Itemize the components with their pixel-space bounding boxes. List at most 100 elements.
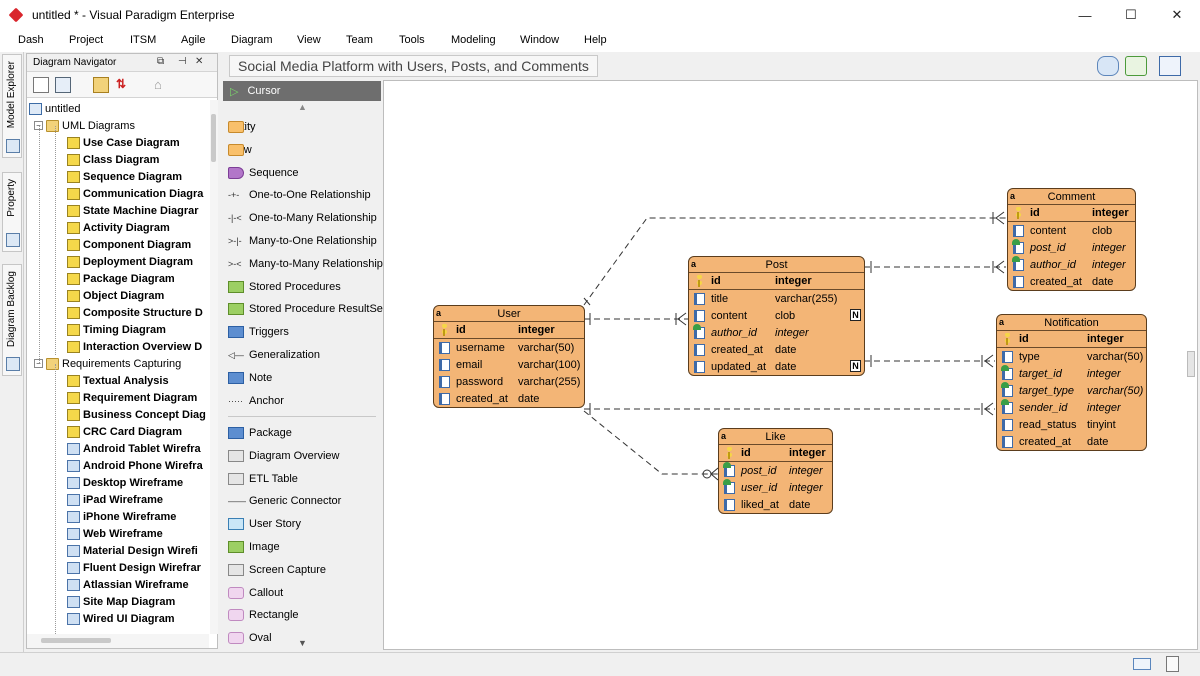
menu-itsm[interactable]: ITSM: [130, 34, 157, 46]
tree-item-uml-diagram[interactable]: Deployment Diagram: [67, 253, 193, 270]
tree-item-uml-diagram[interactable]: Sequence Diagram: [67, 168, 182, 185]
tab-model-explorer[interactable]: Model Explorer: [2, 54, 22, 158]
palette-item-view[interactable]: View: [228, 141, 252, 159]
palette-scroll-up-icon[interactable]: ▲: [298, 102, 307, 112]
palette-item-stored-procedures[interactable]: Stored Procedures: [228, 278, 341, 296]
tree-item-uml-diagram[interactable]: Component Diagram: [67, 236, 191, 253]
palette-item-entity[interactable]: Entity: [228, 118, 256, 136]
tree-item-requirement-diagram[interactable]: Fluent Design Wirefrar: [67, 559, 201, 576]
tree-item-uml-diagram[interactable]: Activity Diagram: [67, 219, 170, 236]
palette-item-stored-procedure-resultset[interactable]: Stored Procedure ResultSet: [228, 300, 386, 318]
tree-item-requirement-diagram[interactable]: Wired UI Diagram: [67, 610, 175, 627]
palette-scroll-down-icon[interactable]: ▼: [298, 638, 307, 648]
minimize-button[interactable]: —: [1078, 7, 1092, 23]
tree-item-requirement-diagram[interactable]: CRC Card Diagram: [67, 423, 182, 440]
close-button[interactable]: ✕: [1171, 7, 1183, 22]
palette-item-triggers[interactable]: Triggers: [228, 323, 289, 341]
document-icon[interactable]: [1166, 656, 1179, 672]
menu-agile[interactable]: Agile: [181, 34, 206, 46]
palette-item-oval[interactable]: Oval: [228, 629, 272, 647]
menu-help[interactable]: Help: [584, 34, 607, 46]
tree-item-uml-diagram[interactable]: State Machine Diagrar: [67, 202, 199, 219]
palette-item-many-to-many[interactable]: >-<Many-to-Many Relationship: [228, 255, 383, 273]
tree-item-uml-diagram[interactable]: Composite Structure D: [67, 304, 203, 321]
palette-item-anchor[interactable]: ·····Anchor: [228, 392, 284, 410]
tree-item-requirement-diagram[interactable]: iPad Wireframe: [67, 491, 163, 508]
palette-item-one-to-one[interactable]: -+-One-to-One Relationship: [228, 186, 371, 204]
palette-item-one-to-many[interactable]: -|-<One-to-Many Relationship: [228, 209, 377, 227]
tree-item-requirement-diagram[interactable]: Android Phone Wirefra: [67, 457, 203, 474]
tree-item-requirement-diagram[interactable]: Web Wireframe: [67, 525, 163, 542]
tree-item-requirement-diagram[interactable]: iPhone Wireframe: [67, 508, 176, 525]
new-diagram-icon[interactable]: [33, 77, 49, 93]
navigator-hscroll-thumb[interactable]: [41, 638, 111, 643]
pin-icon[interactable]: ⊣: [178, 56, 187, 67]
tree-item-requirement-diagram[interactable]: Textual Analysis: [67, 372, 169, 389]
tree-folder-uml[interactable]: −UML Diagrams: [34, 117, 135, 134]
tree-item-requirement-diagram[interactable]: Business Concept Diag: [67, 406, 206, 423]
palette-item-generalization[interactable]: ◁—Generalization: [228, 346, 320, 364]
tab-property[interactable]: Property: [2, 172, 22, 252]
palette-item-etl-table[interactable]: ETL Table: [228, 470, 298, 488]
close-panel-icon[interactable]: ✕: [195, 56, 204, 67]
menu-dash[interactable]: Dash: [18, 34, 44, 46]
tree-item-requirement-diagram[interactable]: Android Tablet Wirefra: [67, 440, 201, 457]
collapse-icon[interactable]: −: [34, 359, 43, 368]
diagram-breadcrumb[interactable]: Social Media Platform with Users, Posts,…: [229, 55, 598, 77]
new-folder-icon[interactable]: [55, 77, 71, 93]
palette-item-user-story[interactable]: User Story: [228, 515, 301, 533]
menu-modeling[interactable]: Modeling: [451, 34, 496, 46]
collapse-icon[interactable]: −: [34, 121, 43, 130]
maximize-button[interactable]: ☐: [1125, 7, 1137, 22]
navigator-vertical-scrollbar[interactable]: [210, 100, 218, 634]
palette-item-callout[interactable]: Callout: [228, 584, 283, 602]
tree-item-uml-diagram[interactable]: Use Case Diagram: [67, 134, 180, 151]
palette-item-screen-capture[interactable]: Screen Capture: [228, 561, 326, 579]
tree-item-requirement-diagram[interactable]: Atlassian Wireframe: [67, 576, 189, 593]
tab-diagram-backlog[interactable]: Diagram Backlog: [2, 264, 22, 376]
robot-assistant-icon[interactable]: [1097, 56, 1119, 76]
tree-item-uml-diagram[interactable]: Class Diagram: [67, 151, 159, 168]
navigator-scroll-thumb[interactable]: [211, 114, 216, 162]
tree-item-requirement-diagram[interactable]: Desktop Wireframe: [67, 474, 183, 491]
tree-item-requirement-diagram[interactable]: Material Design Wirefi: [67, 542, 198, 559]
menu-window[interactable]: Window: [520, 34, 560, 46]
tree-root-project[interactable]: untitled: [29, 100, 80, 117]
palette-item-image[interactable]: Image: [228, 538, 280, 556]
sort-icon[interactable]: ⇅: [116, 77, 127, 91]
menu-tools[interactable]: Tools: [399, 34, 425, 46]
tree-item-uml-diagram[interactable]: Timing Diagram: [67, 321, 166, 338]
palette-item-sequence[interactable]: Sequence: [228, 164, 299, 182]
palette-item-many-to-one[interactable]: >-|-Many-to-One Relationship: [228, 232, 377, 250]
palette-cursor[interactable]: ▷ Cursor: [223, 81, 381, 101]
mail-icon[interactable]: [1133, 658, 1151, 670]
notification-megaphone-icon[interactable]: [1125, 56, 1147, 76]
tree-folder-requirements[interactable]: −Requirements Capturing: [34, 355, 181, 372]
